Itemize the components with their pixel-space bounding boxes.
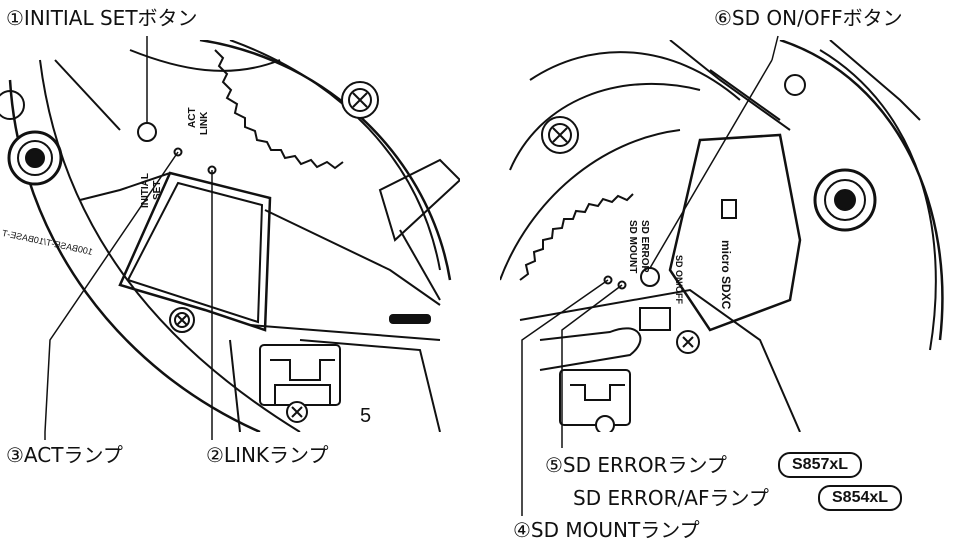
screw-icon (676, 330, 700, 354)
leader-line-sd-error (561, 284, 623, 432)
sd-error-lamp-label: ⑤SD ERRORランプ (545, 453, 727, 477)
sd-mount-marking-text: SD MOUNT (627, 220, 638, 273)
leader-line-sd-mount (521, 279, 609, 432)
leader-line-act (44, 151, 179, 432)
left-camera-illustration: INITIAL SET ACT LINK 100BASE-T/10BASE-T … (0, 40, 460, 432)
screw-icon (541, 116, 579, 154)
act-lamp-label: ③ACTランプ (6, 443, 123, 467)
ethernet-port (118, 171, 272, 332)
gear-serration (519, 193, 634, 281)
micro-sd-marking-text: micro SDXC (719, 240, 733, 310)
sd-onoff-marking-text: SD ON/OFF (674, 255, 684, 305)
digit-marking-text: 5 (360, 405, 371, 427)
gear-serration (214, 49, 344, 170)
housing-outer-arc (779, 40, 944, 341)
inner-ring (529, 51, 741, 101)
act-marking-text: ACT (187, 107, 198, 128)
sd-mount-led (603, 275, 613, 285)
initial-set-button-label: ①INITIAL SETボタン (6, 6, 198, 30)
sd-card-panel (668, 133, 802, 332)
knob-icon (7, 130, 63, 186)
screw-icon (595, 415, 615, 432)
screw-icon (341, 81, 379, 119)
link-lamp-label: ②LINKランプ (206, 443, 329, 467)
sd-onoff-button-label: ⑥SD ON/OFFボタン (714, 6, 903, 30)
sd-error-af-lamp-label: SD ERROR/AFランプ (573, 486, 769, 510)
knob-icon (813, 168, 877, 232)
link-marking-text: LINK (199, 111, 210, 135)
model-badge-s854xl: S854xL (818, 485, 903, 511)
screw-icon (169, 307, 195, 333)
sd-mount-lamp-label: ④SD MOUNTランプ (513, 518, 700, 542)
set-marking-text: SET (152, 181, 163, 200)
sd-error-led (617, 280, 627, 290)
inner-ring (199, 40, 452, 281)
leader-line-sd-onoff (649, 59, 773, 269)
sd-error-marking-text: SD ERROR (639, 220, 650, 274)
model-badge-s857xl: S857xL (778, 452, 863, 478)
initial-marking-text: INITIAL (140, 173, 151, 208)
right-camera-illustration: SD ERROR SD MOUNT SD ON/OFF micro SDXC (500, 40, 944, 432)
screw-icon (286, 401, 308, 423)
act-led (173, 147, 183, 157)
leader-line-sd-onoff-top (771, 35, 779, 61)
